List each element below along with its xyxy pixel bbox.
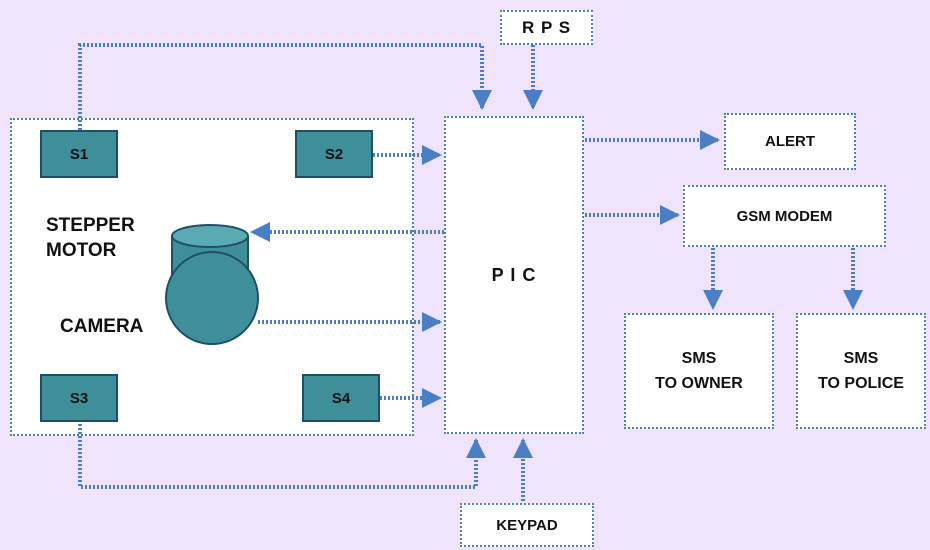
sms-owner-block: SMS TO OWNER <box>624 313 774 429</box>
sensor-s3: S3 <box>40 374 118 422</box>
sms-police-line1: SMS <box>843 350 879 367</box>
camera-lens <box>165 251 259 345</box>
sms-police-line2: TO POLICE <box>818 375 904 392</box>
sms-owner-line1: SMS <box>681 350 717 367</box>
camera-label: CAMERA <box>60 316 144 337</box>
pic-block: P I C <box>444 116 584 434</box>
stepper-label-line2: MOTOR <box>46 240 117 261</box>
keypad-block: KEYPAD <box>460 503 594 547</box>
sensor-s4: S4 <box>302 374 380 422</box>
stepper-motor-cylinder <box>171 224 249 287</box>
gsm-modem-block: GSM MODEM <box>683 185 886 247</box>
sms-police-block: SMS TO POLICE <box>796 313 926 429</box>
sms-owner-line2: TO OWNER <box>655 375 743 392</box>
alert-block: ALERT <box>724 113 856 170</box>
stepper-label-line1: STEPPER <box>46 215 135 236</box>
sensor-s1: S1 <box>40 130 118 178</box>
rps-block: R P S <box>500 10 593 45</box>
s1-to-pic-line <box>78 43 492 130</box>
s3-to-pic-line <box>78 420 486 489</box>
sensor-s2: S2 <box>295 130 373 178</box>
